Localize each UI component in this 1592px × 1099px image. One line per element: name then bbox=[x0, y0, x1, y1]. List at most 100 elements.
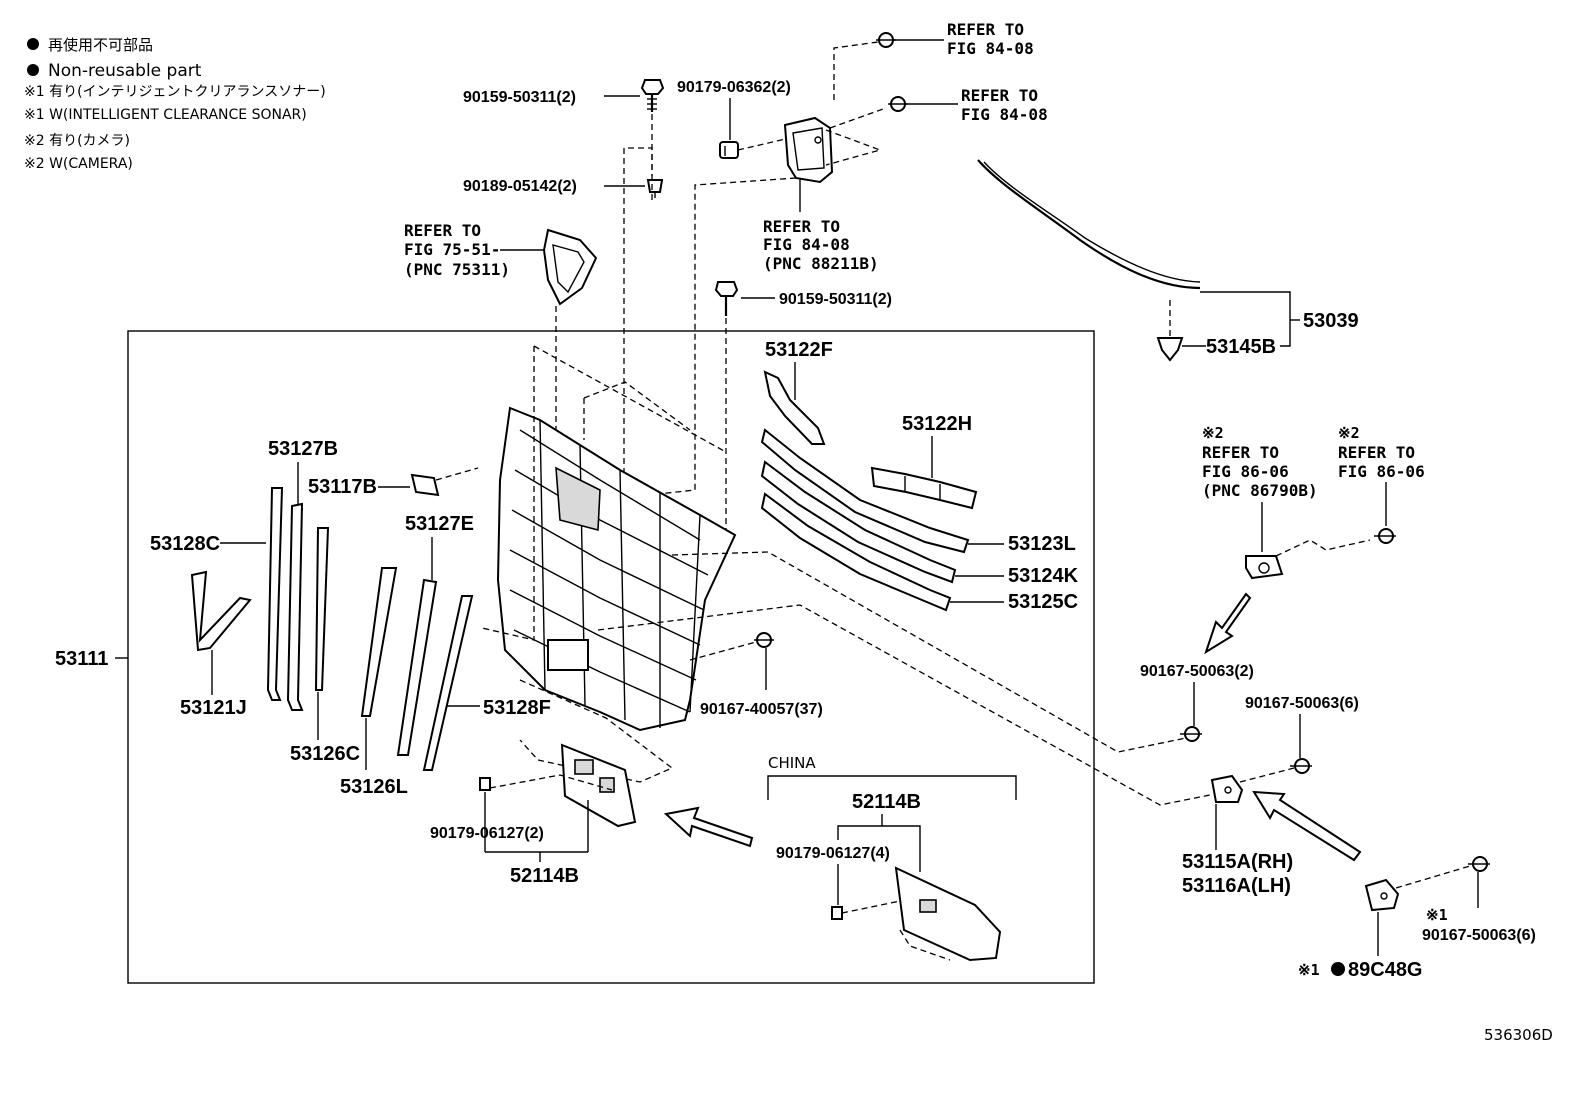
radiator-grille-icon bbox=[496, 406, 737, 732]
pnc-88211b: (PNC 88211B) bbox=[763, 254, 879, 273]
emblem-icon bbox=[542, 228, 598, 306]
clip-84-08-top-icon bbox=[876, 32, 896, 48]
label-90167-40057[interactable]: 90167-40057(37) bbox=[700, 701, 823, 718]
legend: 再使用不可部品 Non-reusable part ※1 有り(インテリジェント… bbox=[24, 36, 326, 172]
note2-camera: ※2 bbox=[1202, 424, 1224, 442]
non-reusable-dot-icon bbox=[27, 38, 39, 50]
non-reusable-dot-icon bbox=[27, 64, 39, 76]
refer-to-84-08-b: REFER TO bbox=[961, 86, 1038, 105]
label-53122h[interactable]: 53122H bbox=[902, 413, 972, 435]
label-53128f[interactable]: 53128F bbox=[483, 697, 551, 719]
legend-note1-jp: ※1 有り(インテリジェントクリアランスソナー) bbox=[24, 84, 326, 100]
label-90179-06127-2[interactable]: 90179-06127(2) bbox=[430, 825, 544, 842]
insert-53123l-icon bbox=[760, 428, 970, 554]
sensor-bracket-icon bbox=[783, 116, 834, 184]
fig-86-06-b: FIG 86-06 bbox=[1338, 462, 1425, 481]
refer-to-88211b: REFER TO bbox=[763, 217, 840, 236]
legend-en-nonreusable: Non-reusable part bbox=[48, 61, 202, 81]
fig-86-06-a: FIG 86-06 bbox=[1202, 462, 1289, 481]
label-53121j[interactable]: 53121J bbox=[180, 697, 247, 719]
label-53115a[interactable]: 53115A(RH) bbox=[1182, 851, 1293, 873]
legend-note2-jp: ※2 有り(カメラ) bbox=[24, 133, 130, 149]
label-90159-50311-mid[interactable]: 90159-50311(2) bbox=[779, 291, 892, 308]
screw-icon bbox=[1374, 528, 1396, 544]
molding-53127e-icon bbox=[396, 578, 438, 756]
insert-53124k-icon bbox=[760, 460, 957, 584]
camera-icon bbox=[1245, 555, 1284, 580]
pnc-75311: (PNC 75311) bbox=[404, 260, 510, 279]
label-53128c[interactable]: 53128C bbox=[150, 533, 220, 555]
label-53116a[interactable]: 53116A(LH) bbox=[1182, 875, 1291, 897]
arrow-down-icon bbox=[1204, 592, 1252, 655]
label-90159-50311-top[interactable]: 90159-50311(2) bbox=[463, 89, 576, 106]
refer-to-84-08-a: REFER TO bbox=[947, 20, 1024, 39]
fig-84-08-bracket: FIG 84-08 bbox=[763, 235, 850, 254]
screw-icon bbox=[754, 632, 774, 648]
label-53123l[interactable]: 53123L bbox=[1008, 533, 1076, 555]
sonar-bracket-53115a-icon bbox=[1210, 774, 1244, 803]
label-53125c[interactable]: 53125C bbox=[1008, 591, 1078, 613]
label-89c48g[interactable]: 89C48G bbox=[1348, 959, 1423, 981]
label-52114b-china[interactable]: 52114B bbox=[852, 791, 921, 813]
bracket-53121j-icon bbox=[190, 570, 252, 652]
license-bracket-china-icon bbox=[894, 866, 1002, 962]
fig-84-08-a: FIG 84-08 bbox=[947, 39, 1034, 58]
label-china: CHINA bbox=[768, 754, 816, 772]
legend-note1-en: ※1 W(INTELLIGENT CLEARANCE SONAR) bbox=[24, 107, 307, 123]
fig-84-08-b: FIG 84-08 bbox=[961, 105, 1048, 124]
bolt-icon bbox=[640, 79, 665, 112]
label-53117b[interactable]: 53117B bbox=[308, 476, 377, 498]
screw-icon bbox=[1180, 726, 1202, 742]
molding-53126l-icon bbox=[360, 567, 398, 717]
label-90167-50063-6b[interactable]: 90167-50063(6) bbox=[1422, 927, 1536, 944]
illustration-id: 536306D bbox=[1484, 1026, 1553, 1044]
molding-53126c-icon bbox=[314, 527, 330, 691]
arrow-up-icon bbox=[1252, 790, 1362, 862]
label-90167-50063-6a[interactable]: 90167-50063(6) bbox=[1245, 695, 1359, 712]
label-90167-50063-2[interactable]: 90167-50063(2) bbox=[1140, 663, 1254, 680]
legend-jp-nonreusable: 再使用不可部品 bbox=[48, 36, 153, 54]
note1-sonar: ※1 bbox=[1426, 906, 1448, 924]
clip-nut-icon bbox=[831, 906, 843, 920]
arrow-icon bbox=[663, 806, 754, 848]
pnc-86790b: (PNC 86790B) bbox=[1202, 481, 1318, 500]
clip-53117b-icon bbox=[410, 473, 440, 497]
note2-camera-b: ※2 bbox=[1338, 424, 1360, 442]
molding-53128f-icon bbox=[422, 595, 474, 771]
refer-to-75-51: REFER TO bbox=[404, 221, 481, 240]
label-90179-06362[interactable]: 90179-06362(2) bbox=[677, 79, 791, 96]
label-90189-05142[interactable]: 90189-05142(2) bbox=[463, 178, 577, 195]
label-53124k[interactable]: 53124K bbox=[1008, 565, 1079, 587]
screw-icon bbox=[1468, 856, 1490, 872]
clip-nut-icon bbox=[646, 179, 664, 198]
label-53111[interactable]: 53111 bbox=[55, 648, 108, 670]
bolt-icon bbox=[714, 281, 739, 316]
insert-53125c-icon bbox=[760, 492, 952, 612]
label-53126l[interactable]: 53126L bbox=[340, 776, 408, 798]
label-53145b[interactable]: 53145B bbox=[1206, 336, 1276, 358]
legend-note2-en: ※2 W(CAMERA) bbox=[24, 156, 133, 172]
label-53127b[interactable]: 53127B bbox=[268, 438, 338, 460]
clip-nut-icon bbox=[479, 777, 491, 791]
assembly-frame-53111 bbox=[127, 330, 1095, 984]
label-53126c[interactable]: 53126C bbox=[290, 743, 360, 765]
molding-strip-53039 bbox=[977, 159, 1201, 290]
label-53122f[interactable]: 53122F bbox=[765, 339, 833, 361]
insert-53122f-icon bbox=[763, 370, 826, 445]
label-52114b-left[interactable]: 52114B bbox=[510, 865, 579, 887]
screw-icon bbox=[1290, 758, 1312, 774]
label-53127e[interactable]: 53127E bbox=[405, 513, 474, 535]
clip-84-08-mid-icon bbox=[888, 96, 908, 112]
insert-53122h-icon bbox=[870, 466, 978, 510]
molding-53128c-icon bbox=[266, 487, 284, 701]
non-reusable-dot-icon bbox=[1331, 962, 1345, 976]
label-90179-06127-4[interactable]: 90179-06127(4) bbox=[776, 845, 890, 862]
molding-53127b-icon bbox=[286, 502, 304, 711]
refer-to-86-06-b: REFER TO bbox=[1338, 443, 1415, 462]
label-53039[interactable]: 53039 bbox=[1303, 310, 1359, 332]
refer-to-86-06-a: REFER TO bbox=[1202, 443, 1279, 462]
note1-sonar-b: ※1 bbox=[1298, 961, 1320, 979]
clip-53145b-icon bbox=[1156, 337, 1184, 362]
clip-icon bbox=[719, 141, 739, 159]
